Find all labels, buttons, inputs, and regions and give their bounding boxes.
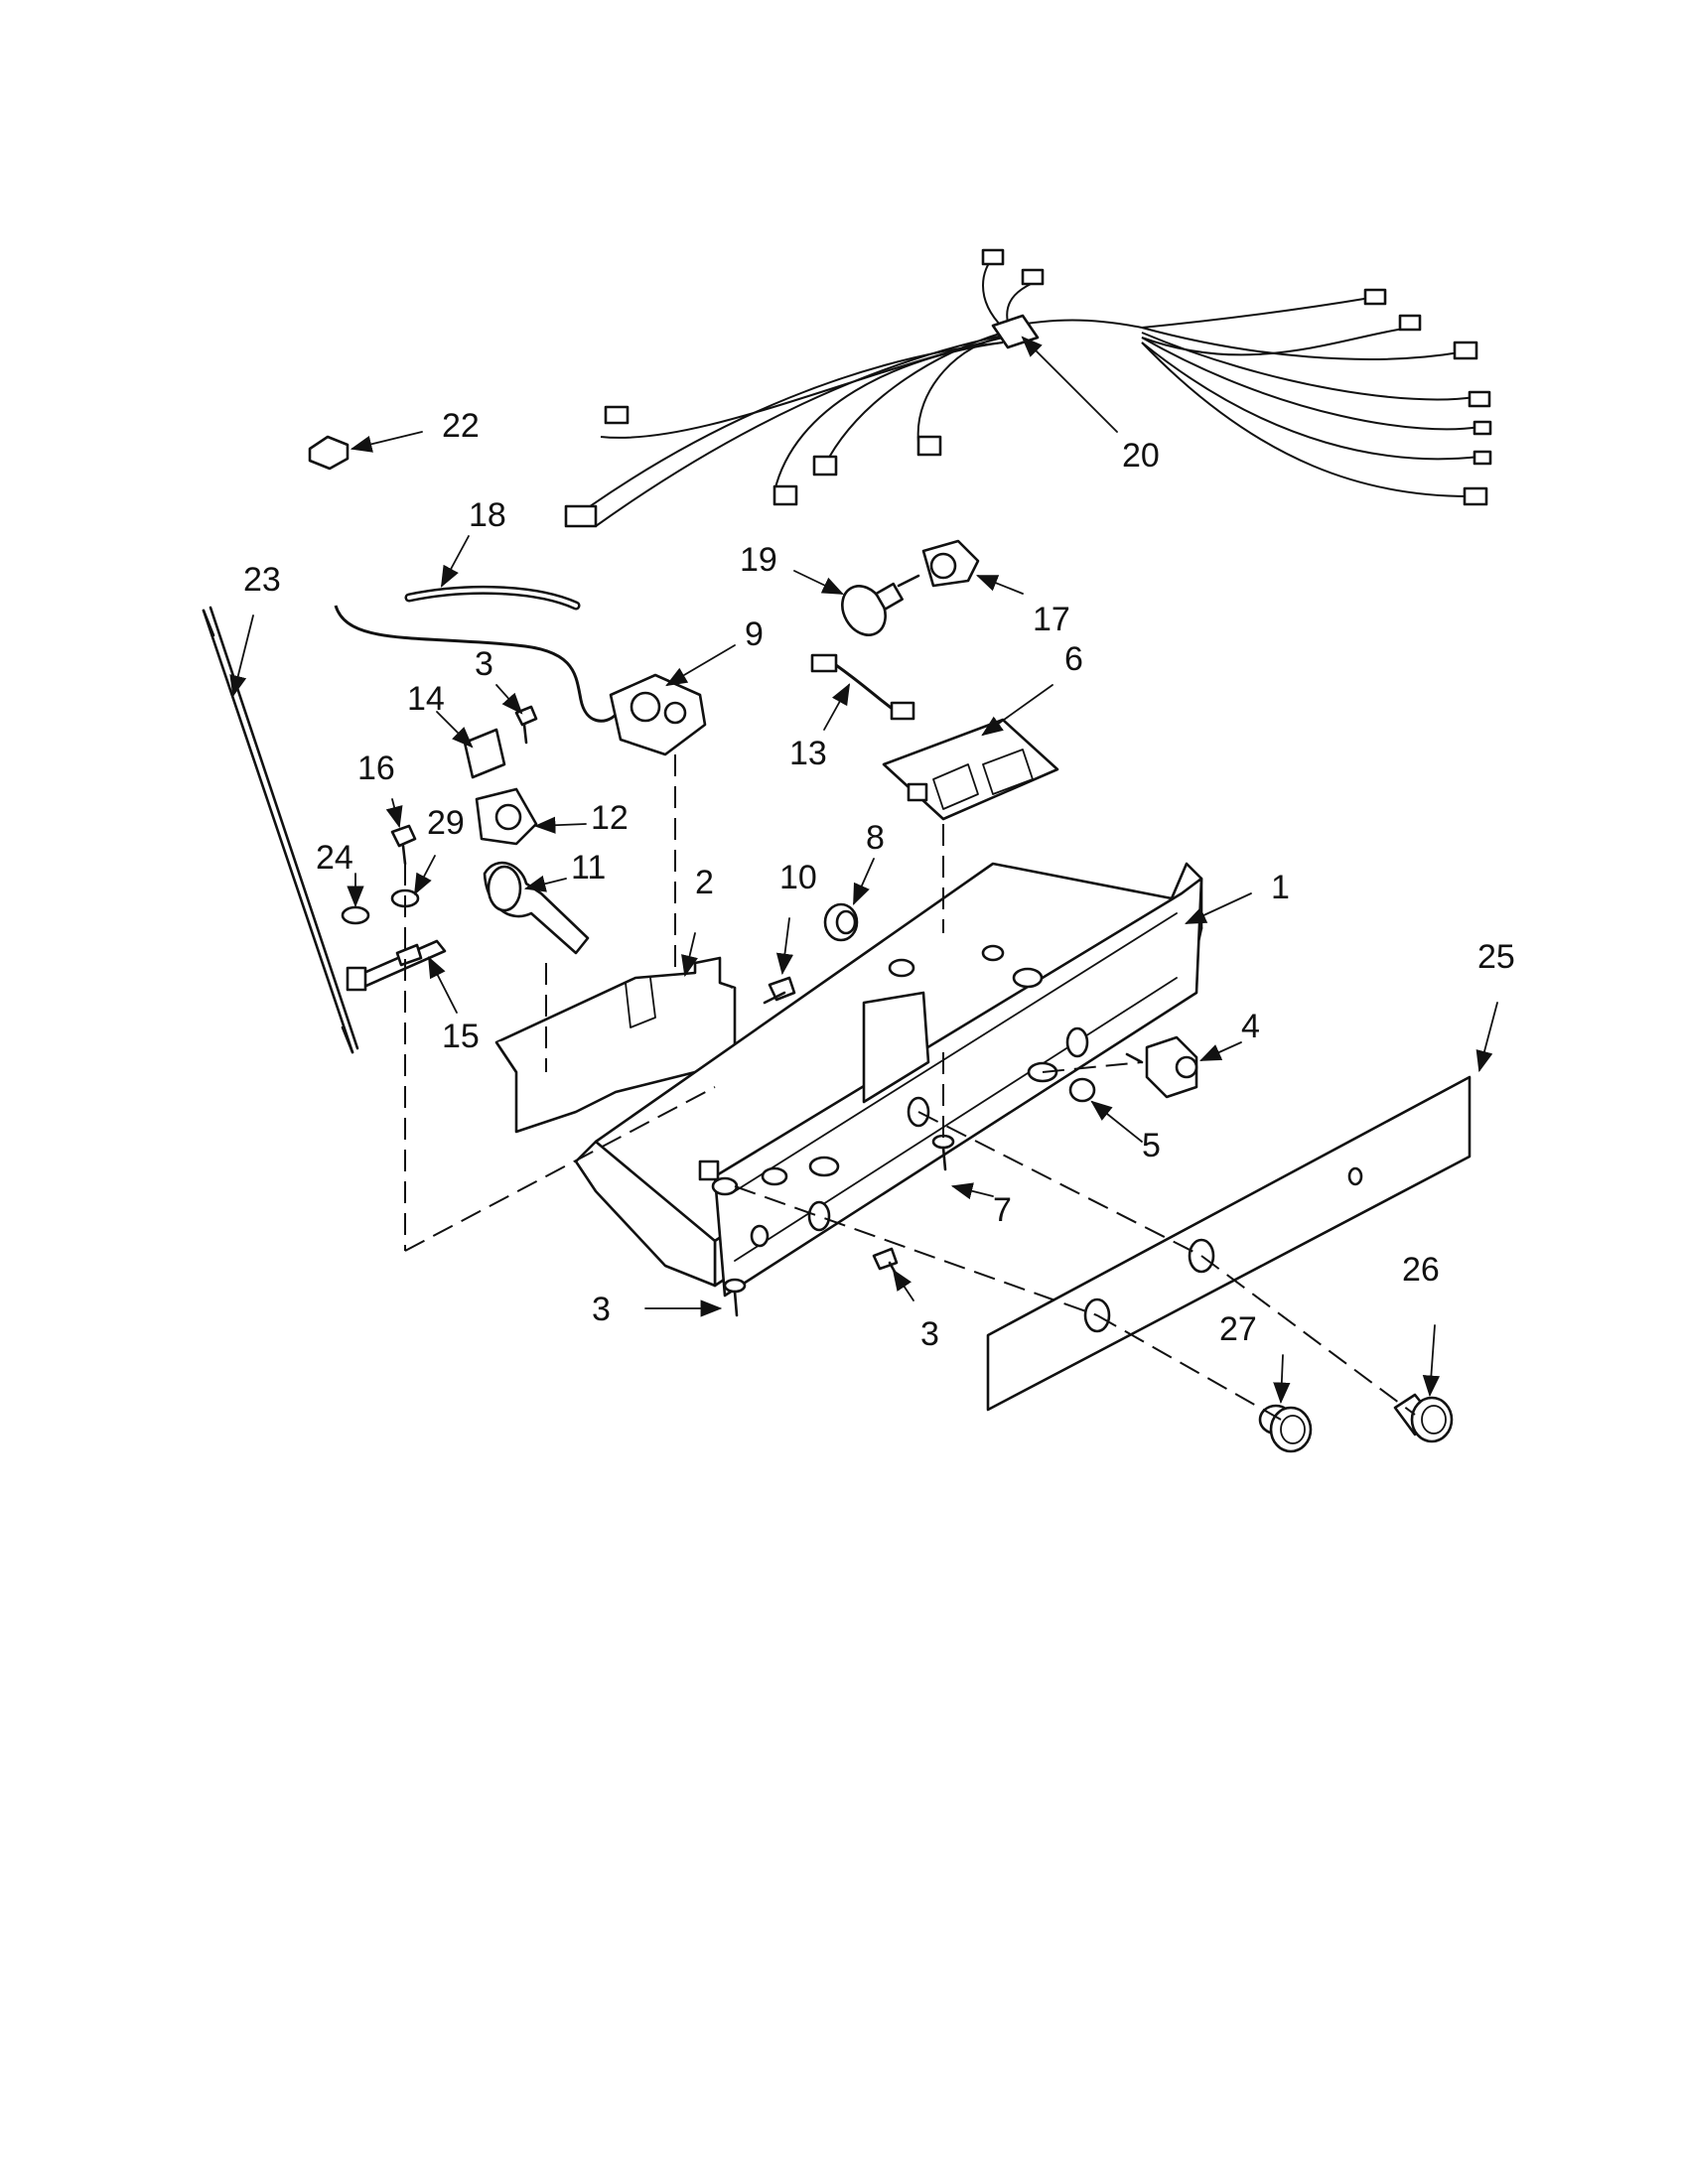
label-1: 1 — [1271, 869, 1290, 906]
label-10: 10 — [779, 859, 817, 896]
label-22: 22 — [442, 407, 480, 445]
label-18: 18 — [469, 496, 506, 534]
mounting-plate-graphic — [494, 956, 737, 1134]
label-11: 11 — [571, 849, 606, 887]
label-19: 19 — [740, 541, 777, 579]
label-3-top: 3 — [475, 645, 493, 683]
leader-arrows — [229, 336, 1498, 1405]
label-3-right: 3 — [920, 1315, 939, 1353]
label-26: 26 — [1402, 1251, 1440, 1289]
knob-graphic — [823, 902, 859, 942]
label-20: 20 — [1122, 437, 1160, 475]
label-17: 17 — [1033, 601, 1070, 638]
light-socket-graphic — [921, 539, 980, 588]
damper-control-graphic — [334, 605, 707, 756]
label-24: 24 — [316, 839, 353, 877]
label-8: 8 — [866, 819, 885, 857]
label-14: 14 — [407, 680, 445, 718]
label-13: 13 — [789, 735, 827, 772]
label-9: 9 — [745, 615, 764, 653]
bracket-graphic — [463, 728, 506, 779]
control-housing-graphic — [574, 862, 1203, 1297]
label-2: 2 — [695, 864, 714, 901]
label-7: 7 — [993, 1191, 1012, 1229]
thermostat-bracket-graphic — [475, 787, 538, 846]
switch-graphic — [1125, 1035, 1198, 1099]
label-27: 27 — [1219, 1310, 1257, 1348]
label-4: 4 — [1241, 1008, 1260, 1045]
washer-small-graphic — [341, 905, 370, 925]
clip-graphic — [308, 435, 350, 471]
plunger-graphic — [1068, 1077, 1096, 1103]
wire-jumper-graphic — [810, 653, 915, 721]
thermostat-graphic — [483, 861, 590, 955]
knob-26-graphic — [1393, 1393, 1454, 1443]
label-29: 29 — [427, 804, 465, 842]
screw-3-right-graphic — [872, 1247, 901, 1281]
screw-3-bottom-graphic — [723, 1278, 747, 1317]
label-6: 6 — [1064, 640, 1083, 678]
screw-graphic — [390, 824, 417, 866]
screw-10-graphic — [763, 976, 796, 1005]
screw-3-top-graphic — [514, 705, 538, 745]
wiring-harness-graphic — [564, 248, 1492, 528]
control-rod-graphic — [202, 606, 359, 1054]
part-labels: 22 20 18 23 19 17 9 6 13 3 14 16 29 24 1… — [243, 407, 1515, 1353]
lever-graphic — [346, 939, 447, 992]
label-3-left: 3 — [592, 1291, 611, 1328]
alignment-lines — [404, 754, 1416, 1421]
label-5: 5 — [1142, 1127, 1161, 1164]
label-16: 16 — [357, 750, 395, 787]
label-23: 23 — [243, 561, 281, 599]
light-bulb-graphic — [841, 574, 920, 636]
label-12: 12 — [591, 799, 629, 837]
control-panel-graphic — [986, 1075, 1472, 1412]
control-board-graphic — [882, 718, 1059, 821]
label-25: 25 — [1477, 938, 1515, 976]
label-15: 15 — [442, 1018, 480, 1055]
